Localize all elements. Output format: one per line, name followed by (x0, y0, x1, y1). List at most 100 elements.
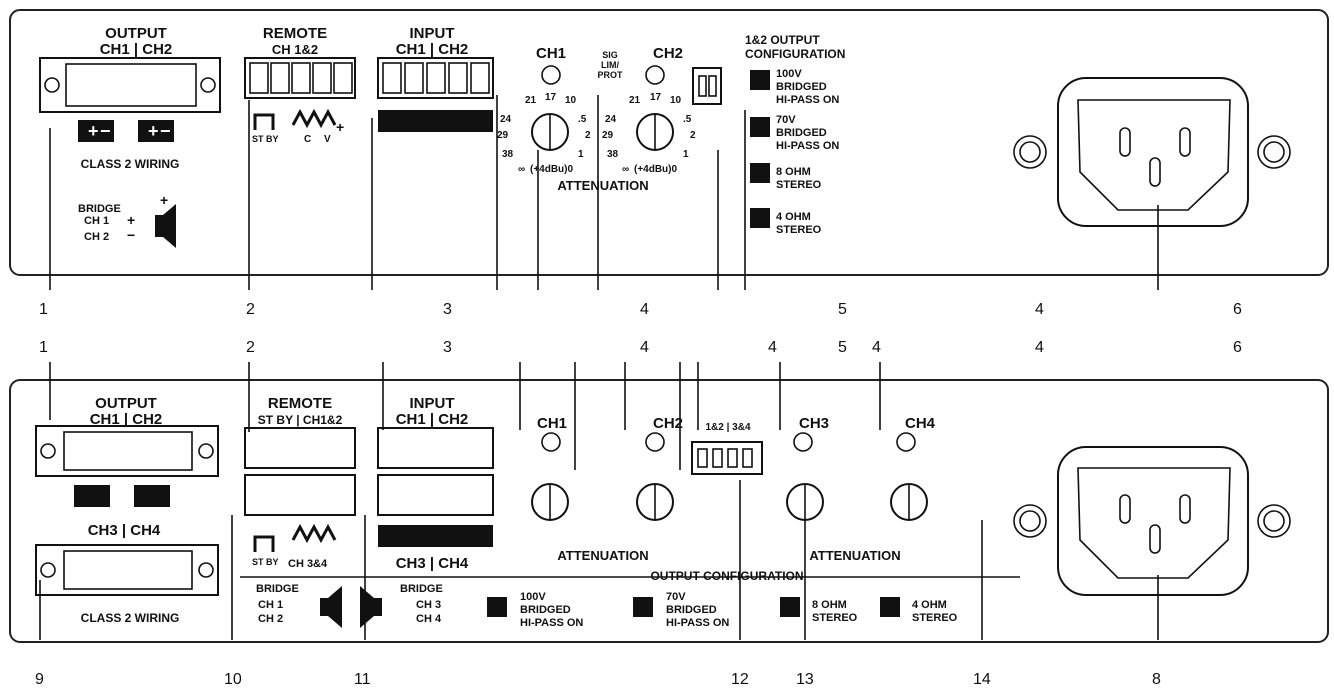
svg-text:LIM/: LIM/ (601, 60, 619, 70)
svg-text:STEREO: STEREO (776, 224, 822, 236)
svg-text:38: 38 (502, 149, 514, 160)
svg-text:SIG: SIG (602, 50, 618, 60)
mid-callout-number: 1 (39, 339, 48, 356)
top-knob-ch1-label: CH1 (536, 45, 566, 62)
bottom-callout-number: 9 (35, 671, 44, 688)
svg-text:CH2: CH2 (653, 415, 683, 432)
mid-callout-number: 6 (1233, 339, 1242, 356)
svg-text:38: 38 (607, 149, 619, 160)
top-callout-number: 1 (39, 301, 48, 318)
bottom-config-dip-switch[interactable] (691, 441, 763, 475)
svg-text:70V: 70V (666, 591, 686, 603)
top-output-screw-right (200, 77, 216, 93)
top-class2-wiring: CLASS 2 WIRING (81, 157, 180, 171)
top-power-inlet[interactable] (1057, 77, 1249, 227)
top-output-title: OUTPUT (105, 25, 167, 42)
mid-callout-number: 4 (1035, 339, 1044, 356)
top-callout-number: 4 (640, 301, 649, 318)
top-output-channels: CH1 | CH2 (100, 41, 173, 58)
bottom-remote-standby: ST BY (252, 557, 279, 567)
top-output-connector[interactable] (39, 57, 221, 113)
svg-text:CH4: CH4 (905, 415, 936, 432)
svg-text:BRIDGED: BRIDGED (666, 604, 717, 616)
svg-text:∞: ∞ (622, 164, 629, 175)
top-remote-connector[interactable] (244, 57, 356, 99)
top-input-channels: CH1 | CH2 (396, 41, 469, 58)
svg-text:CH 2: CH 2 (258, 613, 283, 625)
bottom-output-connector-b[interactable] (35, 544, 219, 596)
potentiometer-icon (291, 108, 337, 129)
svg-text:+: + (148, 121, 159, 141)
bottom-input-channels-b: CH3 | CH4 (396, 555, 469, 572)
svg-text:STEREO: STEREO (912, 612, 958, 624)
svg-text:−: − (160, 121, 171, 141)
svg-text:CH1: CH1 (537, 415, 567, 432)
svg-text:70V: 70V (776, 114, 796, 126)
top-output-screw-left (44, 77, 60, 93)
bottom-power-inlet[interactable] (1057, 446, 1249, 596)
svg-text:8 OHM: 8 OHM (776, 166, 811, 178)
bottom-remote-section: REMOTE ST BY | CH1&2 ST BY CH 3&4 (244, 395, 356, 570)
svg-text:+: + (88, 121, 99, 141)
svg-text:ATTENUATION: ATTENUATION (557, 548, 648, 563)
bottom-input-section: INPUT CH1 | CH2 CH3 | CH4 (377, 395, 494, 572)
svg-text:+: + (160, 192, 168, 208)
top-led-ch1 (541, 65, 561, 85)
svg-text:HI-PASS ON: HI-PASS ON (776, 94, 839, 106)
svg-text:V: V (324, 134, 331, 145)
svg-text:2: 2 (690, 130, 696, 141)
svg-text:HI-PASS ON: HI-PASS ON (666, 617, 729, 629)
top-callout-lines (49, 95, 1159, 290)
svg-text:1: 1 (578, 149, 584, 160)
mid-callout-number: 4 (872, 339, 881, 356)
top-callout-number: 3 (443, 301, 452, 318)
bottom-output-title: OUTPUT (95, 395, 157, 412)
top-output-polarity-ch1 (78, 120, 114, 142)
svg-text:CH 4: CH 4 (416, 613, 442, 625)
bottom-config-items: 100V BRIDGED HI-PASS ON 70V BRIDGED HI-P… (487, 591, 958, 629)
svg-text:BRIDGE: BRIDGE (256, 583, 299, 595)
bottom-remote-connector-a[interactable] (244, 427, 356, 469)
svg-text:1: 1 (683, 149, 689, 160)
mid-callout-number: 5 (838, 339, 847, 356)
svg-text:21: 21 (629, 95, 641, 106)
svg-text:1&2 | 3&4: 1&2 | 3&4 (705, 422, 750, 433)
svg-text:HI-PASS ON: HI-PASS ON (520, 617, 583, 629)
top-attenuation-section: CH1 CH2 SIG LIM/ PROT 21 17 10 24 29 38 … (497, 45, 696, 193)
top-configuration-section: 1&2 OUTPUT CONFIGURATION 100V BRIDGED HI… (692, 33, 845, 236)
bottom-remote-connector-b[interactable] (244, 474, 356, 516)
bottom-output-section: OUTPUT CH1 | CH2 CH3 | CH4 CLASS 2 WIRIN… (35, 395, 219, 625)
bottom-callout-number: 14 (973, 671, 991, 688)
bottom-config-switch-area: 1&2 | 3&4 OUTPUT CONFIGURATION (240, 422, 1020, 583)
mid-callout-number: 4 (640, 339, 649, 356)
svg-text:C: C (304, 134, 311, 145)
svg-text:BRIDGED: BRIDGED (776, 127, 827, 139)
speaker-icon (155, 204, 176, 248)
svg-text:STEREO: STEREO (812, 612, 858, 624)
mid-callout-number: 4 (768, 339, 777, 356)
top-bridge-ch1: CH 1 (84, 215, 109, 227)
top-input-connector[interactable] (377, 57, 494, 99)
svg-text:∞: ∞ (518, 164, 525, 175)
bottom-input-connector-b[interactable] (377, 474, 494, 516)
middle-callouts: 1 2 3 4 4 5 4 4 6 (39, 339, 1242, 356)
bottom-remote-footer: CH 3&4 (288, 558, 328, 570)
bottom-input-connector-a[interactable] (377, 427, 494, 469)
top-output-terminal-block (65, 63, 197, 107)
svg-text:−: − (100, 121, 111, 141)
svg-text:HI-PASS ON: HI-PASS ON (776, 140, 839, 152)
bottom-callout-number: 11 (354, 671, 371, 688)
svg-text:(+4dBu)0: (+4dBu)0 (634, 164, 678, 175)
svg-text:ATTENUATION: ATTENUATION (809, 548, 900, 563)
svg-text:(+4dBu)0: (+4dBu)0 (530, 164, 574, 175)
bottom-remote-header: ST BY | CH1&2 (258, 413, 343, 427)
top-remote-standby: ST BY (252, 134, 279, 144)
svg-text:2: 2 (585, 130, 591, 141)
bottom-output-connector-a[interactable] (35, 425, 219, 477)
top-callout-number: 5 (838, 301, 847, 318)
top-remote-section: REMOTE CH 1&2 ST BY C V + (244, 25, 356, 145)
top-ac-inlet (1013, 77, 1291, 227)
top-callout-number: 2 (246, 301, 255, 318)
svg-text:BRIDGE: BRIDGE (400, 583, 443, 595)
